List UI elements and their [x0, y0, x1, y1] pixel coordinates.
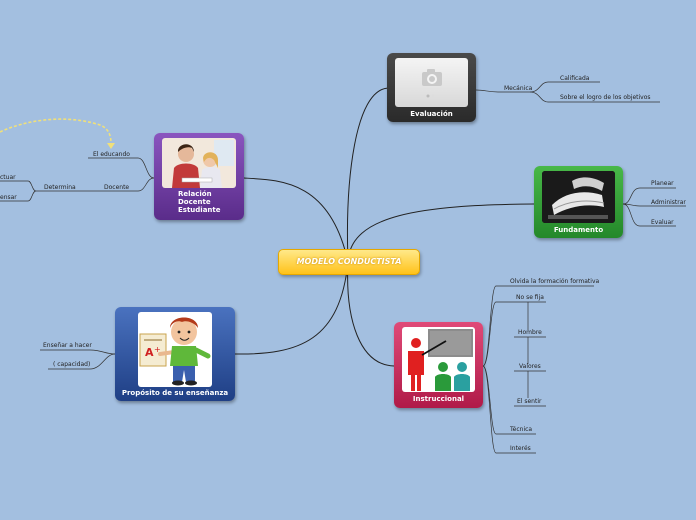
node-relacion[interactable]: Relación Docente Estudiante [154, 133, 244, 220]
node-title: Propósito de su enseñanza [121, 389, 229, 397]
label-evaluar[interactable]: Evaluar [651, 219, 674, 226]
label-hombre[interactable]: Hombre [518, 329, 542, 336]
presentation-icon [402, 327, 475, 392]
label-mecanica[interactable]: Mecánica [504, 85, 533, 92]
label-el-educando[interactable]: El educando [93, 151, 130, 158]
label-docente[interactable]: Docente [104, 184, 130, 191]
svg-text:A: A [145, 346, 154, 359]
label-olvida[interactable]: Olvida la formación formativa [510, 278, 600, 285]
book-icon [542, 171, 615, 223]
label-pensar[interactable]: ensar [0, 194, 17, 201]
label-determina[interactable]: Determina [44, 184, 76, 191]
student-exam-icon: A + [138, 312, 212, 387]
node-instruccional[interactable]: Instruccional [394, 322, 483, 408]
label-tecnica[interactable]: Técnica [510, 426, 533, 433]
label-ensenar[interactable]: Enseñar a hacer [43, 342, 92, 349]
node-title: Instruccional [412, 395, 465, 403]
central-topic[interactable]: MODELO CONDUCTISTA [278, 249, 420, 275]
node-title: Relación Docente Estudiante [178, 190, 221, 214]
label-interes[interactable]: Interés [510, 445, 531, 452]
camera-placeholder-icon [395, 58, 468, 107]
node-proposito[interactable]: A + Propósito de su enseñanza [115, 307, 235, 401]
node-fundamento[interactable]: Fundamento [534, 166, 623, 238]
label-calificada[interactable]: Calificada [560, 75, 590, 82]
node-title: Evaluación [410, 110, 453, 118]
label-no-se-fija[interactable]: No se fija [516, 294, 544, 301]
teacher-student-icon [162, 138, 236, 188]
node-title: Fundamento [553, 226, 604, 234]
node-evaluacion[interactable]: Evaluación [387, 53, 476, 122]
label-el-sentir[interactable]: El sentir [517, 398, 542, 405]
svg-text:+: + [154, 345, 161, 354]
label-actuar[interactable]: ctuar [0, 174, 16, 181]
label-valores[interactable]: Valores [519, 363, 541, 370]
label-capacidad[interactable]: ( capacidad) [53, 361, 91, 368]
label-planear[interactable]: Planear [651, 180, 674, 187]
label-administrar[interactable]: Administrar [651, 199, 686, 206]
label-sobre-logro[interactable]: Sobre el logro de los objetivos [560, 94, 651, 101]
